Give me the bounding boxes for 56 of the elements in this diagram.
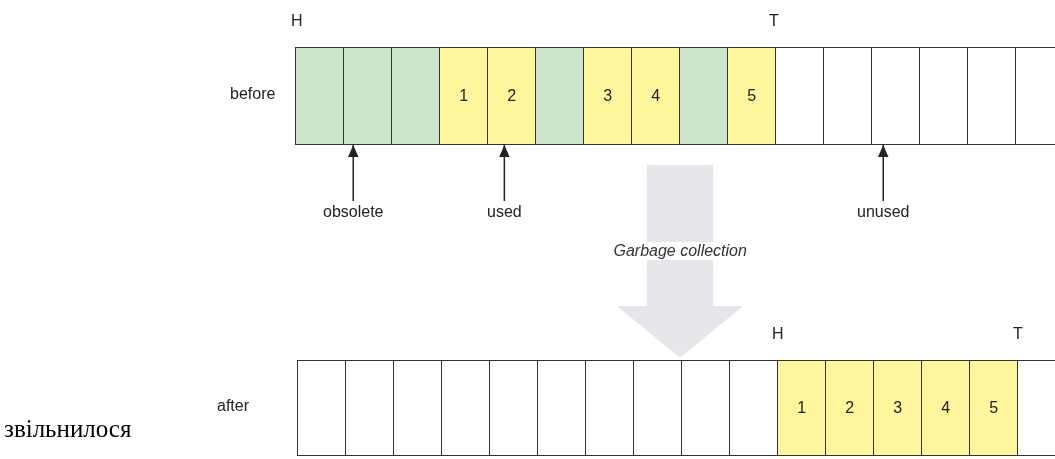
pointer-label: T <box>769 12 779 30</box>
memory-cell <box>297 360 347 456</box>
row-label: after <box>217 397 249 415</box>
row-label: before <box>230 85 276 103</box>
memory-cell <box>391 47 441 145</box>
memory-cell <box>393 360 443 456</box>
cell-number: 1 <box>797 399 807 417</box>
memory-cell <box>825 360 875 456</box>
cell-number: 1 <box>459 87 469 105</box>
cell-number: 3 <box>893 399 903 417</box>
cell-number: 4 <box>941 399 951 417</box>
cell-number: 2 <box>507 87 517 105</box>
memory-cell <box>633 360 683 456</box>
cell-number: 5 <box>747 87 757 105</box>
memory-cell <box>921 360 971 456</box>
leader-arrow <box>499 144 510 202</box>
leader-arrow <box>348 144 359 202</box>
memory-cell <box>919 47 969 145</box>
memory-cell <box>727 47 777 145</box>
memory-cell <box>871 47 921 145</box>
memory-cell <box>1015 47 1055 145</box>
process-arrow <box>617 165 743 358</box>
memory-cell <box>441 360 491 456</box>
memory-cell <box>295 47 345 145</box>
memory-cell <box>345 360 395 456</box>
memory-cell <box>537 360 587 456</box>
memory-cell <box>681 360 731 456</box>
memory-cell <box>343 47 393 145</box>
memory-cell <box>487 47 537 145</box>
memory-cell <box>439 47 489 145</box>
memory-cell <box>679 47 729 145</box>
annotation-label: obsolete <box>323 203 384 221</box>
memory-cell <box>489 360 539 456</box>
memory-cell <box>1017 360 1055 456</box>
memory-cell <box>823 47 873 145</box>
cell-number: 4 <box>651 87 661 105</box>
leader-arrow <box>878 144 889 202</box>
cell-number: 2 <box>845 399 855 417</box>
annotation-label: used <box>487 203 522 221</box>
memory-cell <box>873 360 923 456</box>
pointer-label: H <box>772 325 784 343</box>
memory-cell <box>585 360 635 456</box>
memory-cell <box>777 360 827 456</box>
memory-cell <box>729 360 779 456</box>
pointer-label: H <box>291 12 303 30</box>
memory-cell <box>631 47 681 145</box>
cell-number: 5 <box>989 399 999 417</box>
cell-number: 3 <box>603 87 613 105</box>
pointer-label: T <box>1013 325 1023 343</box>
annotation-label: unused <box>857 203 910 221</box>
memory-cell <box>967 47 1017 145</box>
memory-cell <box>969 360 1019 456</box>
memory-cell <box>535 47 585 145</box>
memory-cell <box>583 47 633 145</box>
note-text: звільнилося <box>4 415 132 443</box>
memory-cell <box>775 47 825 145</box>
